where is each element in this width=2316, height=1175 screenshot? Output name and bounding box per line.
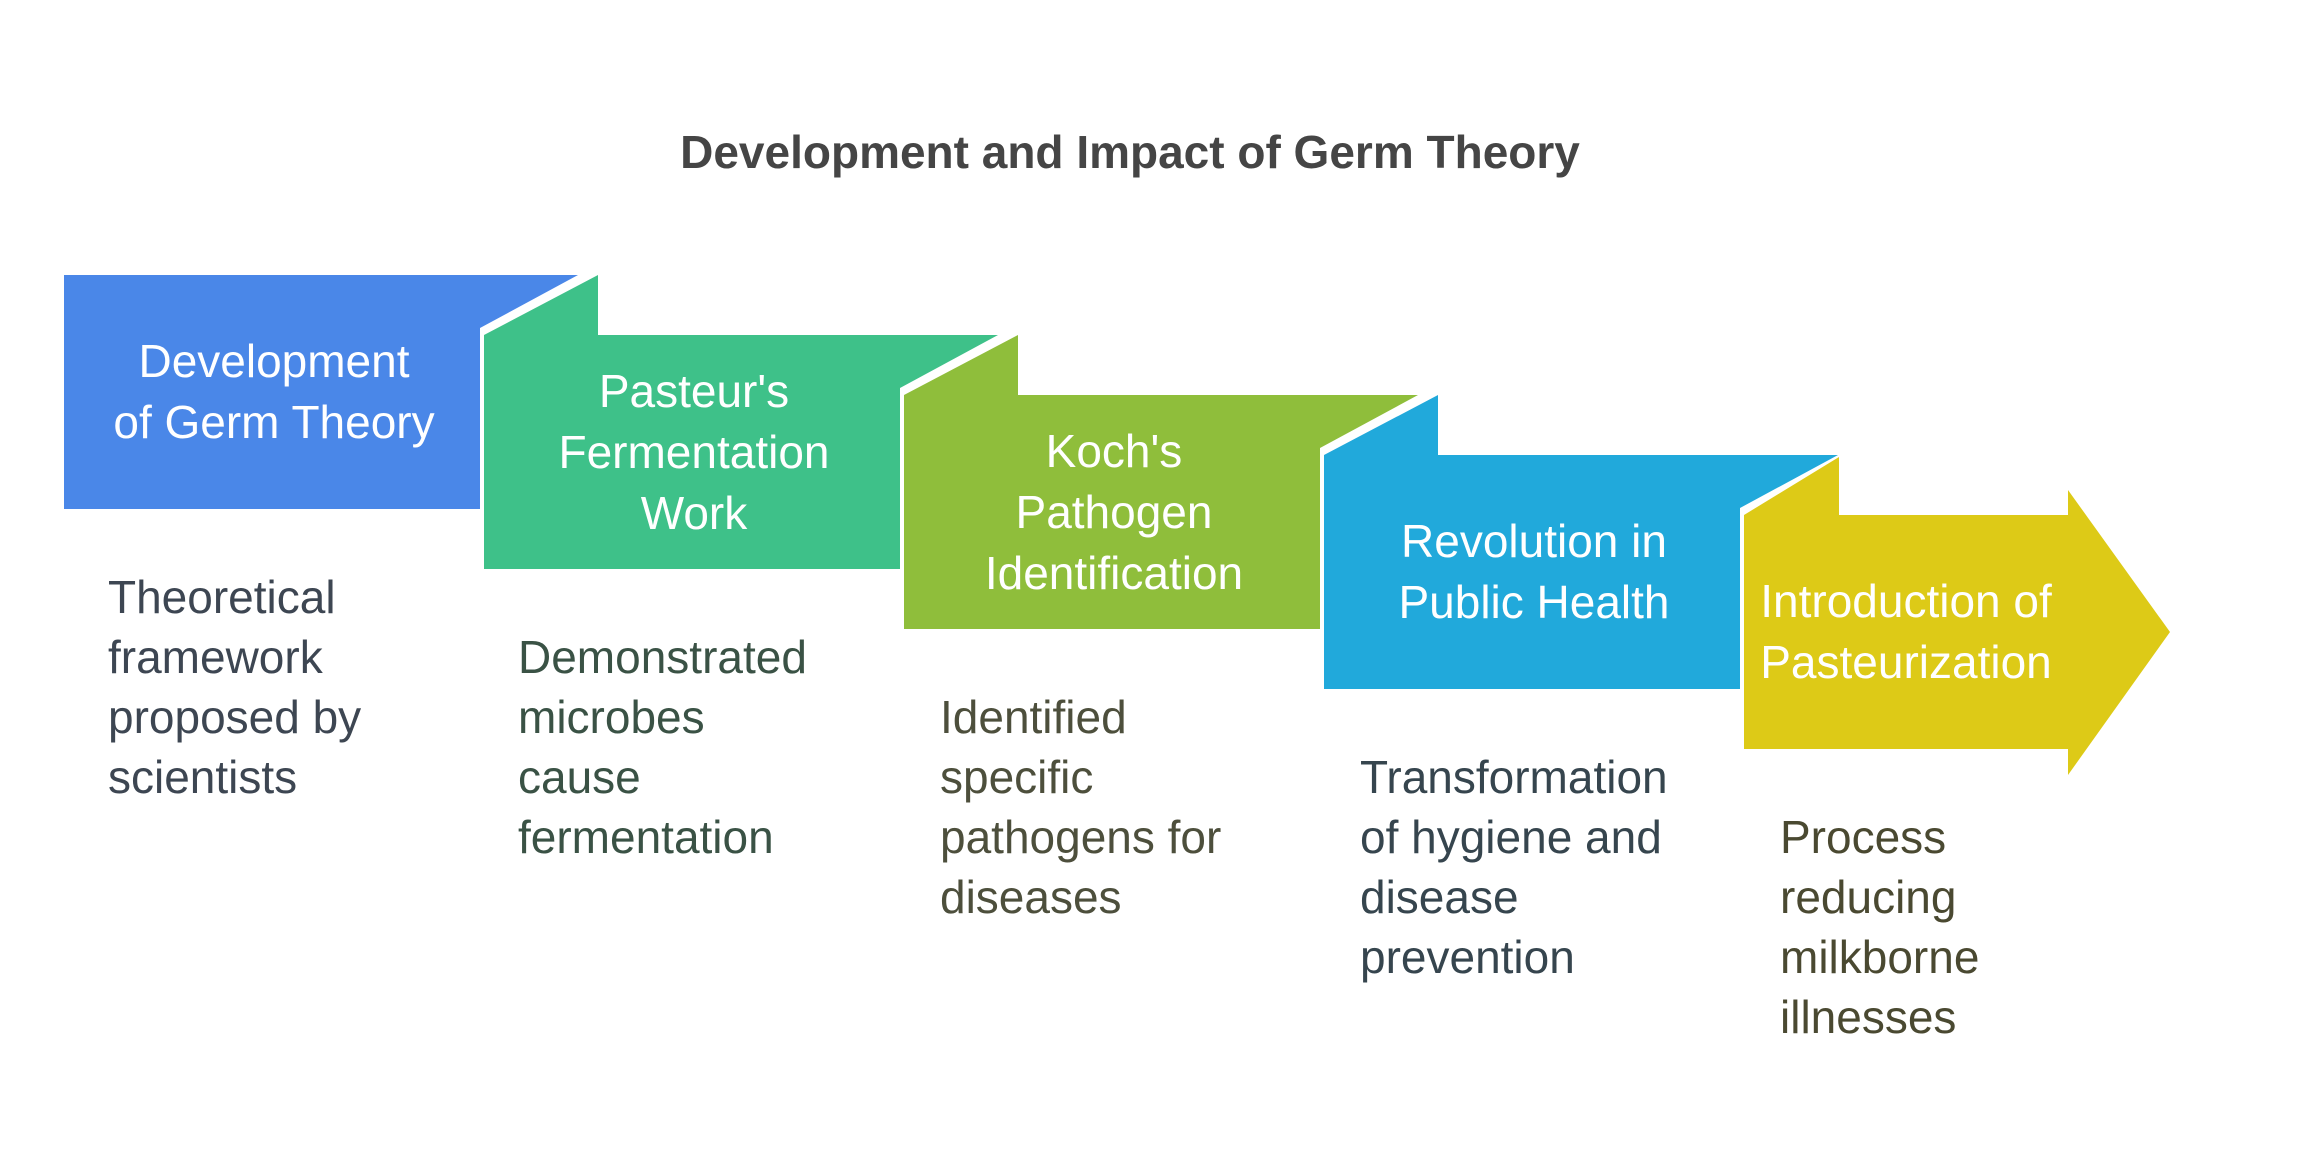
step-4-label: Revolution in Public Health xyxy=(1398,515,1670,628)
step-3-banner-shape xyxy=(904,335,1418,629)
step-5-arrow-shape xyxy=(1744,457,2170,775)
step-5-description: Process reducing milkborne illnesses xyxy=(1780,811,1980,1043)
diagram-title: Development and Impact of Germ Theory xyxy=(680,126,1580,178)
step-2-description: Demonstrated microbes cause fermentation xyxy=(518,631,807,863)
step-3-label: Koch's Pathogen Identification xyxy=(984,424,1244,599)
step-2-label: Pasteur's Fermentation Work xyxy=(558,364,830,539)
step-4-banner-shape xyxy=(1324,395,1838,689)
step-3-description: Identified specific pathogens for diseas… xyxy=(940,691,1222,923)
step-5-label: Introduction of Pasteurization xyxy=(1760,575,2052,688)
step-1-description: Theoretical framework proposed by scient… xyxy=(108,571,362,803)
step-2-banner-shape xyxy=(484,275,998,569)
step-4-description: Transformation of hygiene and disease pr… xyxy=(1360,751,1668,983)
step-1-banner-shape xyxy=(64,275,578,509)
step-1-label: Development of Germ Theory xyxy=(113,335,435,448)
